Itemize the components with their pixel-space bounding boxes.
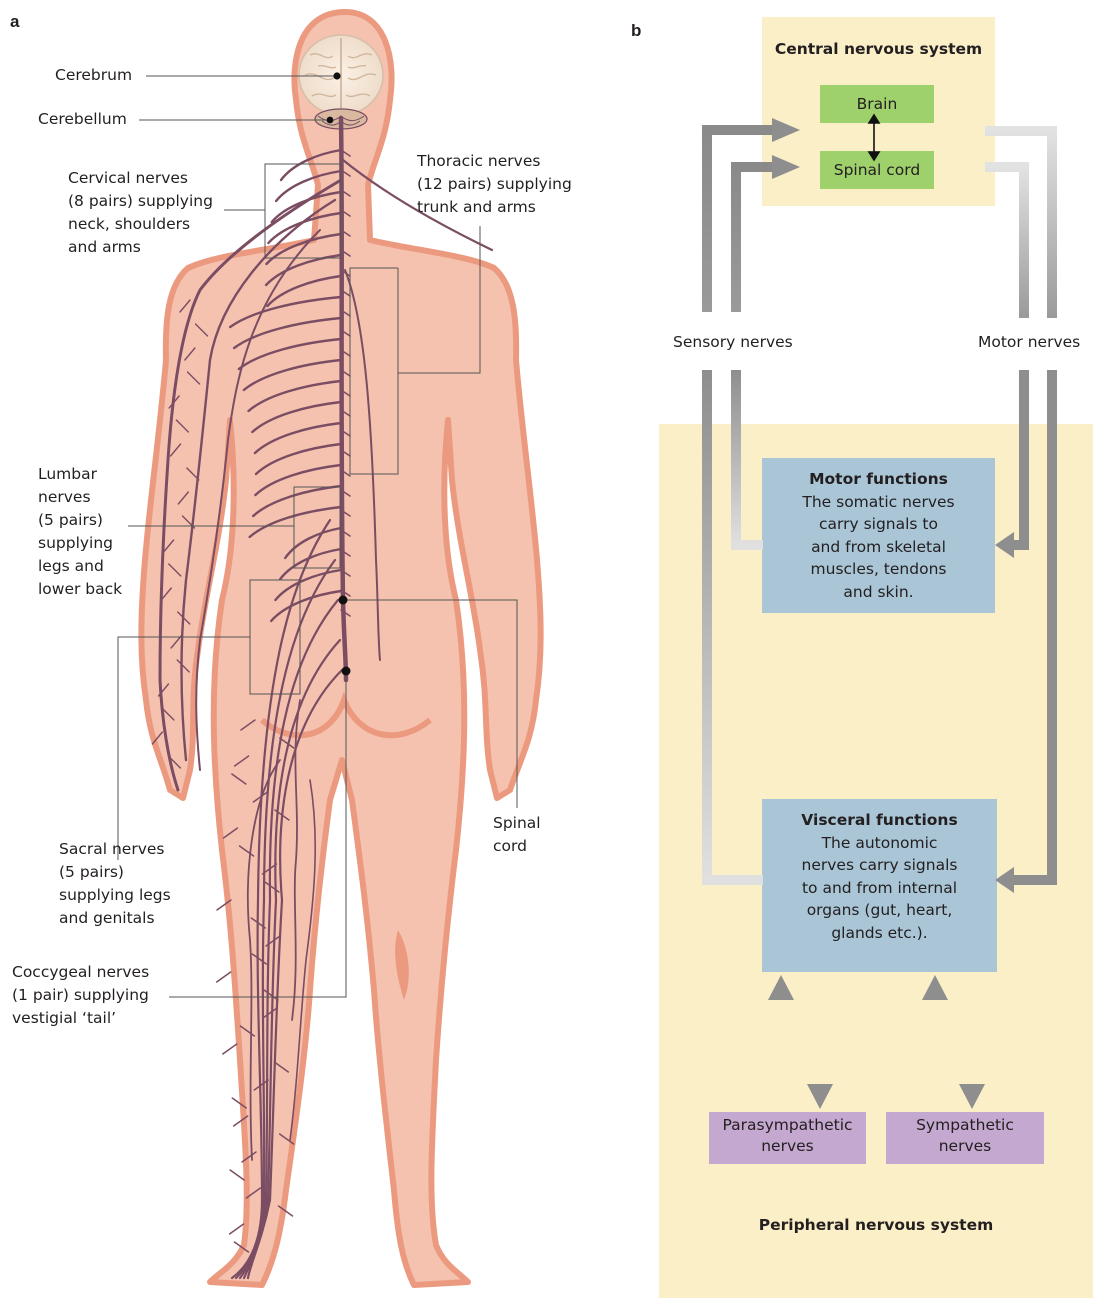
motor-functions-text: The somatic nerves carry signals to and …: [762, 491, 995, 604]
visceral-functions-box: Visceral functions The autonomic nerves …: [762, 799, 997, 972]
label-sacral-nerves: Sacral nerves (5 pairs) supplying legs a…: [59, 838, 171, 930]
panel-b-letter: b: [631, 21, 641, 41]
motor-nerves-label: Motor nerves: [978, 331, 1080, 354]
brain-label: Brain: [857, 95, 898, 113]
spinal-cord-label: Spinal cord: [834, 161, 920, 179]
coccygeal-marker: [342, 667, 351, 676]
spinal-cord-box: Spinal cord: [820, 151, 934, 189]
motor-functions-box: Motor functions The somatic nerves carry…: [762, 458, 995, 613]
brain-box: Brain: [820, 85, 934, 123]
visceral-functions-text: The autonomic nerves carry signals to an…: [762, 832, 997, 945]
cerebellum-marker: [327, 117, 334, 124]
spinal-cord-marker: [339, 596, 348, 605]
label-cervical-nerves: Cervical nerves (8 pairs) supplying neck…: [68, 167, 213, 259]
motor-functions-heading: Motor functions: [762, 468, 995, 491]
nerve-twig: [230, 1224, 244, 1234]
label-cerebellum: Cerebellum: [38, 108, 127, 131]
nerve-twig: [223, 1044, 237, 1054]
pns-title: Peripheral nervous system: [659, 1216, 1093, 1234]
sympathetic-nerves-box: Sympathetic nerves: [886, 1112, 1044, 1164]
cerebrum-marker: [333, 72, 340, 79]
label-thoracic-nerves: Thoracic nerves (12 pairs) supplying tru…: [417, 150, 572, 219]
label-spinal-cord: Spinal cord: [493, 812, 541, 858]
cns-title: Central nervous system: [762, 40, 995, 58]
visceral-functions-heading: Visceral functions: [762, 809, 997, 832]
sensory-nerves-label: Sensory nerves: [673, 331, 793, 354]
nerve-twig: [217, 972, 231, 982]
label-cerebrum: Cerebrum: [55, 64, 132, 87]
parasympathetic-nerves-box: Parasympathetic nerves: [709, 1112, 866, 1164]
nerve-twig: [230, 1170, 244, 1180]
label-coccygeal-nerves: Coccygeal nerves (1 pair) supplying vest…: [12, 961, 149, 1030]
label-lumbar-nerves: Lumbar nerves (5 pairs) supplying legs a…: [38, 463, 122, 601]
